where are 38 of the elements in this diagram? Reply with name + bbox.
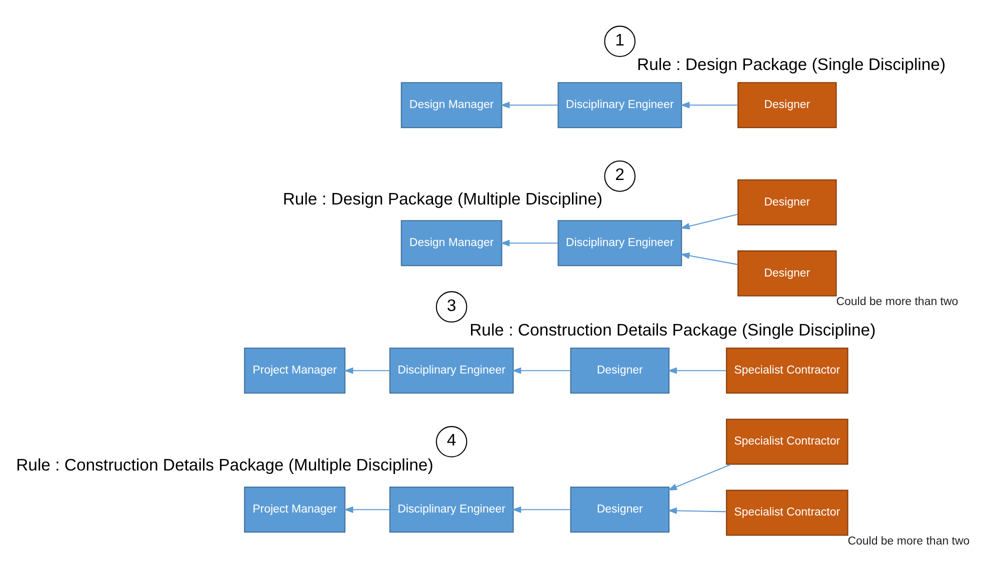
arrow bbox=[500, 240, 558, 246]
node-box: Design Manager bbox=[400, 220, 502, 266]
node-box: Designer bbox=[570, 486, 670, 533]
node-label: Could be more than two bbox=[848, 535, 970, 548]
node-circle: 3 bbox=[436, 291, 468, 323]
node-box: Project Manager bbox=[244, 486, 346, 533]
arrow bbox=[680, 102, 738, 108]
node-box: Disciplinary Engineer bbox=[558, 82, 682, 128]
arrow bbox=[512, 506, 570, 513]
arrow bbox=[667, 507, 726, 514]
node-label: Rule : Design Package (Single Discipline) bbox=[637, 54, 946, 74]
node-box: Designer bbox=[737, 82, 837, 128]
node-box: Project Manager bbox=[244, 348, 346, 394]
node-box: Designer bbox=[737, 179, 837, 226]
node-label: Rule : Construction Details Package (Multiple Discipline) bbox=[16, 455, 434, 474]
arrow bbox=[500, 102, 558, 108]
node-label: Rule : Construction Details Package (Single Discipline) bbox=[470, 320, 876, 340]
node-circle: 2 bbox=[604, 160, 636, 192]
node-box: Design Manager bbox=[400, 82, 502, 128]
node-label: Could be more than two bbox=[836, 296, 958, 308]
node-box: Specialist Contractor bbox=[726, 418, 848, 465]
node-box: Specialist Contractor bbox=[726, 490, 848, 536]
node-box: Specialist Contractor bbox=[726, 348, 848, 394]
node-box: Disciplinary Engineer bbox=[558, 220, 682, 266]
node-box: Designer bbox=[570, 348, 670, 394]
arrow bbox=[344, 367, 390, 374]
node-circle: 4 bbox=[436, 426, 468, 458]
node-box: Designer bbox=[737, 250, 837, 296]
node-box: Disciplinary Engineer bbox=[389, 348, 514, 394]
arrow bbox=[344, 506, 390, 513]
node-box: Disciplinary Engineer bbox=[389, 486, 514, 533]
arrow bbox=[680, 252, 738, 266]
arrow bbox=[680, 214, 738, 230]
arrow bbox=[512, 367, 570, 374]
arrow bbox=[668, 464, 732, 490]
node-circle: 1 bbox=[604, 26, 636, 58]
arrow bbox=[667, 367, 726, 374]
node-label: Rule : Design Package (Multiple Discipline) bbox=[282, 190, 602, 209]
